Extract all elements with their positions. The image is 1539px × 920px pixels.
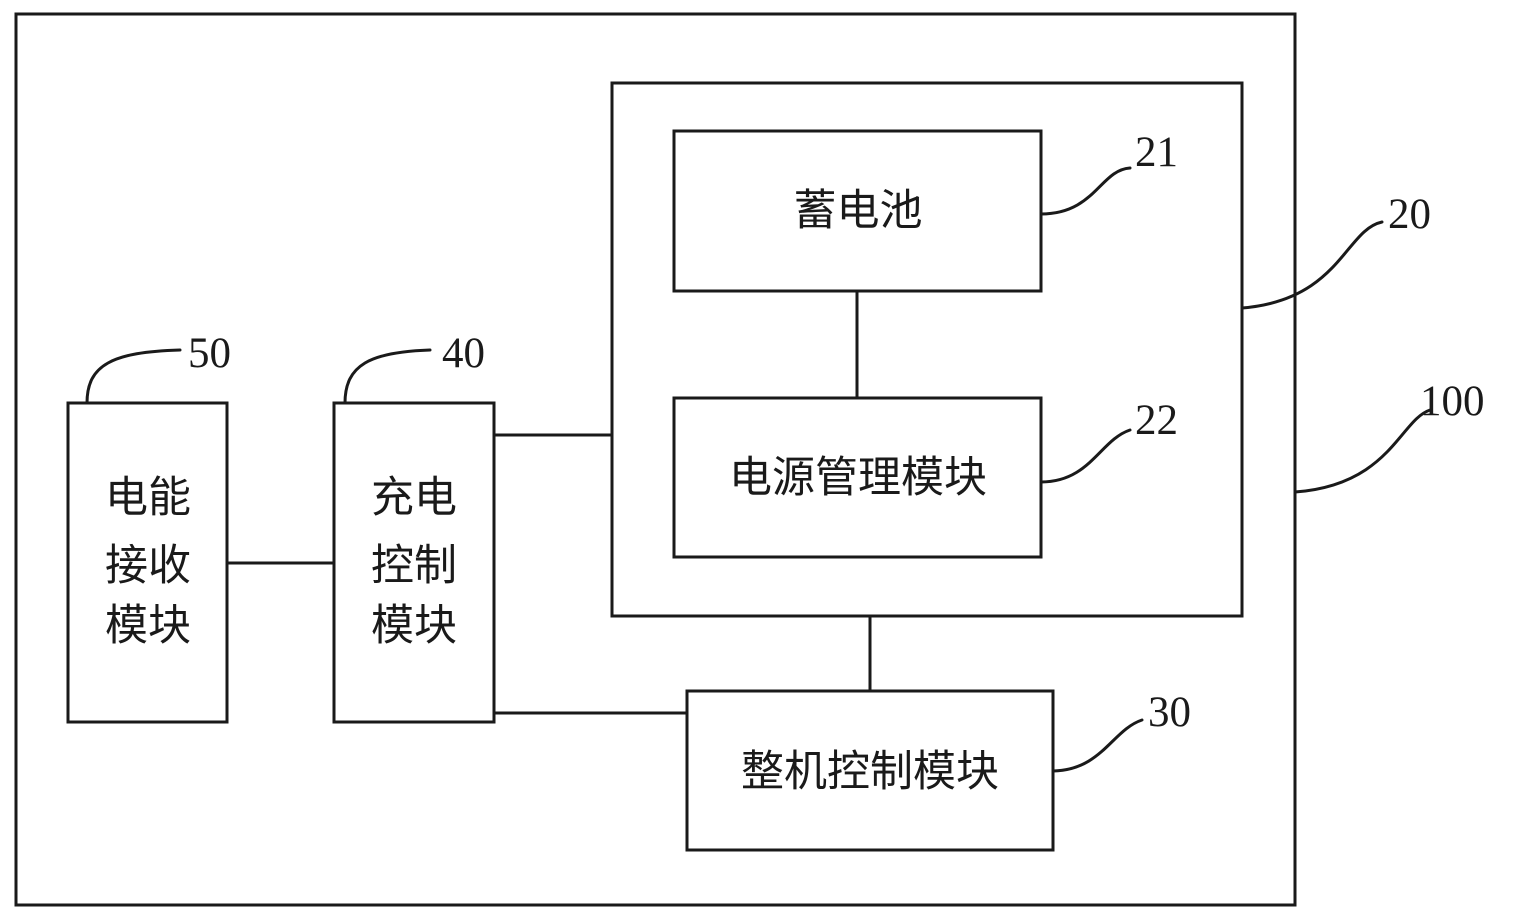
leader-21 — [1039, 166, 1132, 216]
power-management-label: 电源管理模块 — [729, 453, 987, 503]
ref-40: 40 — [442, 330, 485, 377]
ref-20: 20 — [1388, 191, 1431, 238]
leader-20 — [1240, 220, 1384, 310]
charge-control-label-line-3: 模块 — [371, 601, 457, 651]
ref-100: 100 — [1420, 378, 1485, 425]
ref-50: 50 — [188, 330, 231, 377]
ref-22: 22 — [1135, 397, 1178, 444]
ref-30: 30 — [1148, 689, 1191, 736]
leader-100 — [1293, 408, 1432, 494]
battery-label: 蓄电池 — [794, 186, 923, 236]
main-control-label: 整机控制模块 — [741, 747, 999, 797]
leader-40 — [343, 348, 432, 405]
leader-50 — [85, 348, 182, 405]
charge-control-label-line-1: 充电 — [371, 473, 457, 523]
power-unit-box — [610, 81, 1244, 618]
device-outer-box — [14, 12, 1297, 907]
charge-control-label-line-2: 控制 — [371, 541, 457, 591]
leader-22 — [1039, 428, 1132, 484]
energy-receiver-label-line-3: 模块 — [105, 601, 191, 651]
energy-receiver-label-line-1: 电能 — [105, 473, 191, 523]
energy-receiver-label-line-2: 接收 — [105, 541, 191, 591]
ref-21: 21 — [1135, 129, 1178, 176]
leader-30 — [1051, 718, 1144, 773]
